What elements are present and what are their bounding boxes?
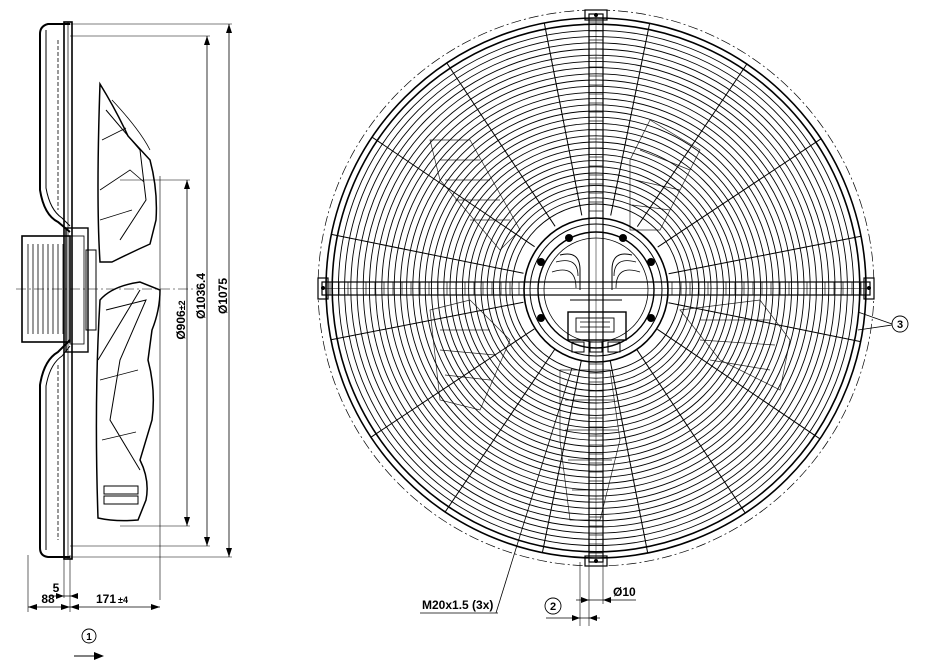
dim-d1075: Ø1075 — [216, 278, 230, 314]
guard-spoke — [657, 138, 822, 248]
dim-offset: 5 — [53, 581, 60, 595]
callout-2: 2 — [550, 601, 556, 613]
guard-spoke — [657, 328, 821, 440]
fan-side-view: Ø906±2 Ø1036.4 Ø1075 5 88 171±4 1 — [16, 21, 232, 660]
guard-spoke — [371, 136, 535, 248]
hole-label: Ø10 — [613, 585, 636, 599]
guard-spoke — [610, 23, 651, 216]
guard-spoke — [444, 349, 556, 513]
guard-spoke — [609, 360, 649, 554]
dim-d1036: Ø1036.4 — [194, 273, 208, 319]
callout-1: 1 — [86, 632, 92, 643]
dim-depth: 88 — [41, 592, 55, 606]
callout-3: 3 — [897, 319, 903, 331]
dim-d906: Ø906±2 — [174, 300, 188, 339]
guard-spoke — [668, 235, 862, 275]
fan-front-view: 3 M20x1.5 (3x) 2 Ø10 — [317, 9, 909, 626]
guard-spoke — [331, 233, 524, 274]
guard-spoke — [636, 349, 746, 514]
guard-spoke — [543, 22, 583, 216]
dim-length: 171±4 — [96, 592, 128, 606]
guard-spoke — [330, 301, 524, 341]
thread-label: M20x1.5 (3x) — [422, 598, 493, 612]
guard-spoke — [446, 62, 556, 227]
guard-spoke — [668, 302, 861, 343]
airflow-arrow-icon — [94, 652, 104, 660]
